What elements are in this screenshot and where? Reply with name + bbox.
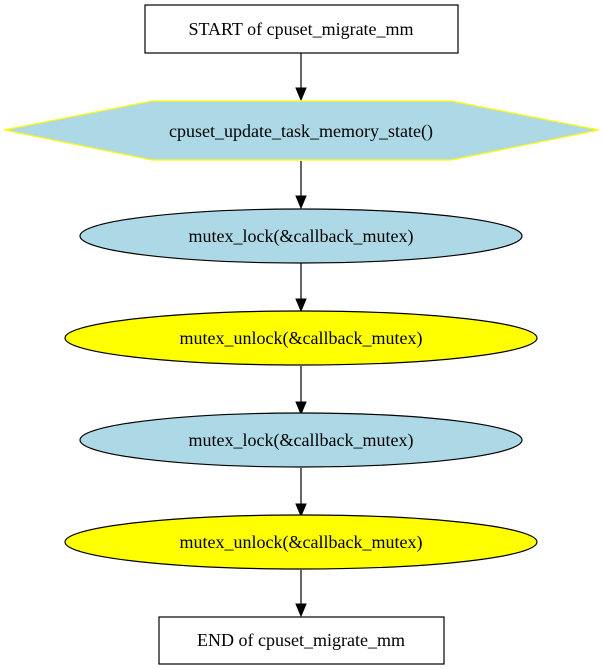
update-task-memory-state-label: cpuset_update_task_memory_state(): [169, 121, 433, 142]
mutex-lock-ellipse-2: [79, 412, 523, 468]
update-task-memory-state-node: cpuset_update_task_memory_state(): [3, 100, 600, 161]
end-node: END of cpuset_migrate_mm: [158, 616, 445, 665]
edge-start-to-update: [295, 53, 307, 102]
mutex-unlock-label-1: mutex_unlock(&callback_mutex): [180, 328, 423, 349]
mutex-unlock-node-1: mutex_unlock(&callback_mutex): [64, 310, 538, 366]
start-node-label: START of cpuset_migrate_mm: [188, 19, 413, 39]
edge-lock1-to-unlock1: [295, 263, 307, 313]
mutex-unlock-ellipse-1: [64, 310, 538, 366]
mutex-lock-node-2: mutex_lock(&callback_mutex): [79, 412, 523, 468]
end-node-box: [158, 616, 445, 665]
edge-unlock1-to-lock2: [295, 366, 307, 416]
mutex-lock-label-2: mutex_lock(&callback_mutex): [189, 430, 414, 451]
edge-unlock2-to-end: [295, 570, 307, 618]
start-node: START of cpuset_migrate_mm: [144, 4, 459, 54]
mutex-lock-ellipse-1: [79, 208, 523, 264]
mutex-unlock-label-2: mutex_unlock(&callback_mutex): [180, 532, 423, 553]
start-node-box: [144, 4, 459, 54]
mutex-lock-label-1: mutex_lock(&callback_mutex): [189, 226, 414, 247]
update-task-memory-state-hexagon: [3, 100, 600, 161]
mutex-lock-node-1: mutex_lock(&callback_mutex): [79, 208, 523, 264]
end-node-label: END of cpuset_migrate_mm: [197, 630, 405, 650]
edge-update-to-lock1: [295, 161, 307, 210]
mutex-unlock-node-2: mutex_unlock(&callback_mutex): [64, 514, 538, 570]
edge-lock2-to-unlock2: [295, 468, 307, 518]
mutex-unlock-ellipse-2: [64, 514, 538, 570]
